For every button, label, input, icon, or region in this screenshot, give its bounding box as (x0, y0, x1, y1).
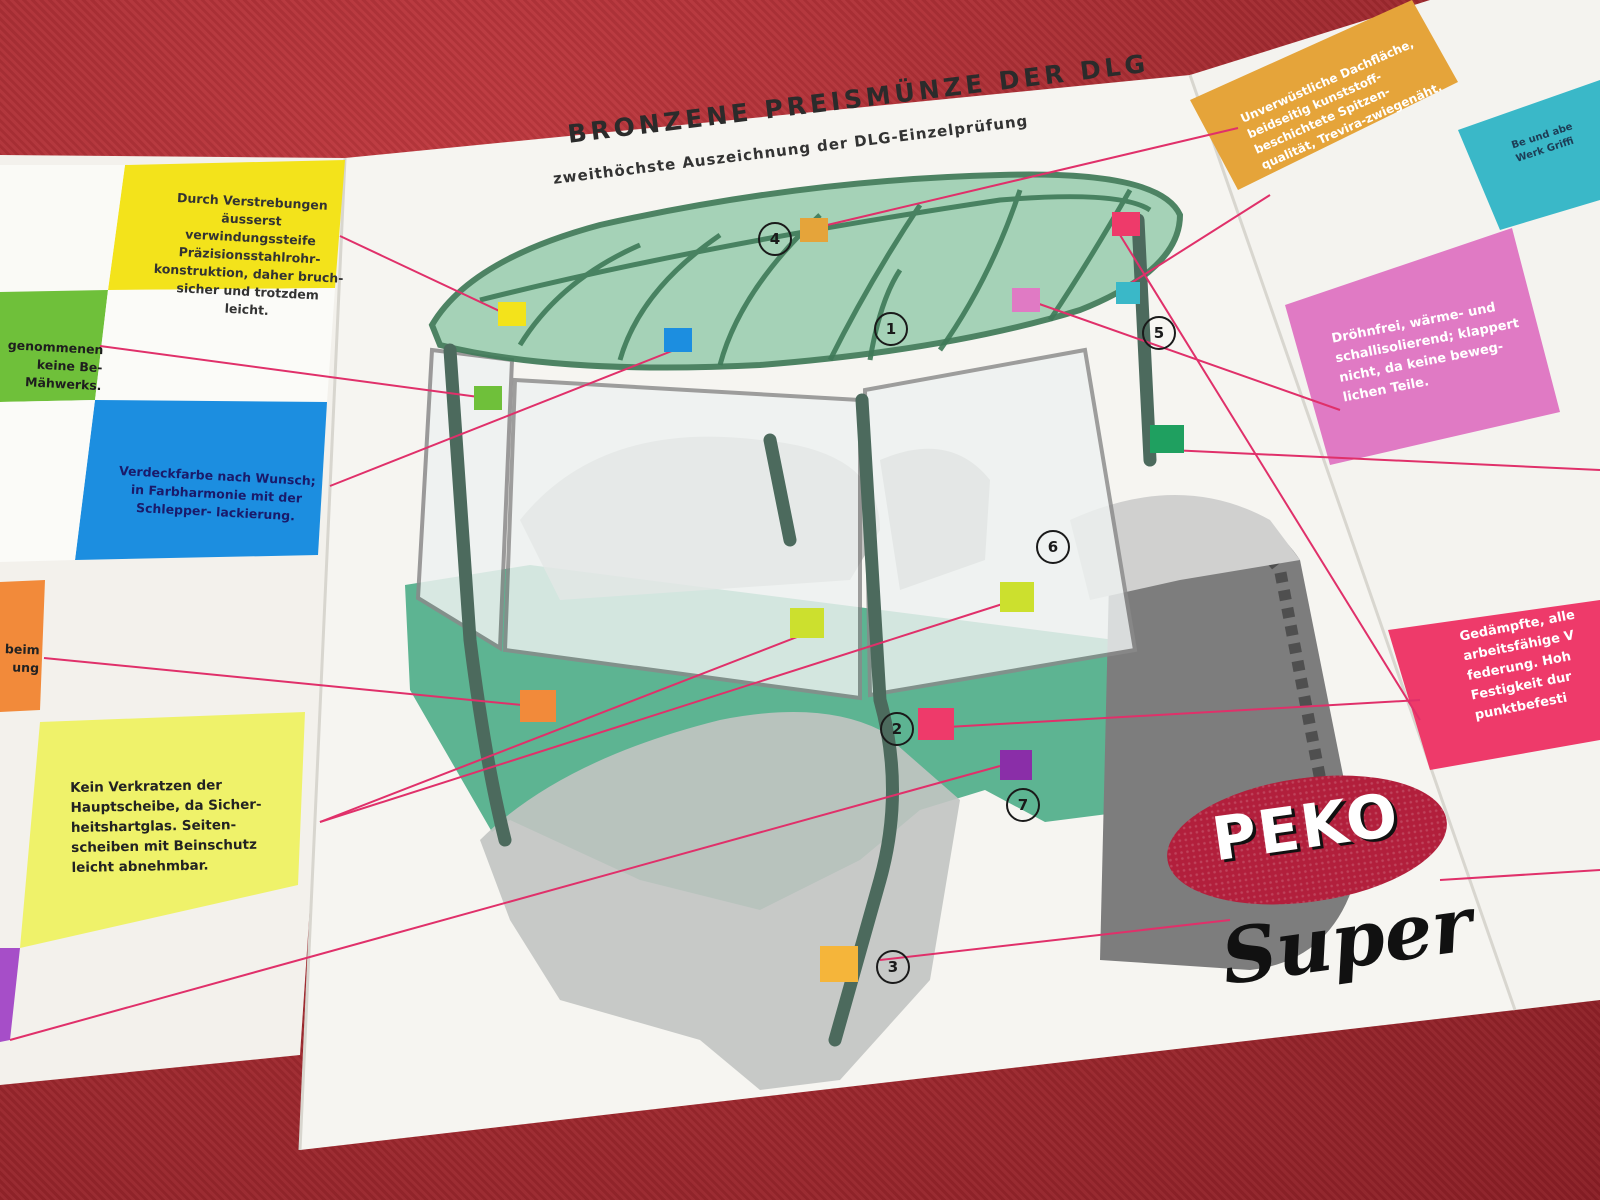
callout-7: 7 (1006, 788, 1040, 822)
panel-pink (1285, 228, 1560, 465)
blue-panel-text: Verdeckfarbe nach Wunsch; in Farbharmoni… (118, 463, 317, 524)
panel-white-c (0, 400, 95, 562)
leader-lines (9, 127, 1600, 1041)
fender (1070, 495, 1300, 600)
callout-5: 5 (1142, 316, 1176, 350)
windshield-pane (502, 377, 862, 701)
front-post-left (443, 343, 512, 847)
callout-1: 1 (874, 312, 908, 346)
panel-yellow (108, 160, 345, 290)
callout-6: 6 (1036, 530, 1070, 564)
callout-3: 3 (876, 950, 910, 984)
front-post-center (828, 393, 899, 1047)
cab-roof (428, 171, 1184, 371)
color-swatches (474, 212, 1184, 982)
callout-4: 4 (758, 222, 792, 256)
panel-orange (0, 580, 45, 712)
panel-cyan (1458, 80, 1600, 230)
panel-pale-yellow (20, 712, 305, 948)
green-panel-text: genommenen keine Be- Mähwerks. (7, 337, 104, 394)
panel-red (1388, 600, 1600, 770)
panel-white-b (95, 288, 335, 402)
panel-green (0, 290, 108, 402)
tractor-hood (480, 712, 960, 1090)
panel-blue (75, 400, 327, 560)
panel-violet (0, 948, 20, 1042)
side-window-pane (862, 347, 1138, 698)
panel-white-a (0, 165, 125, 292)
pale-yellow-panel-text: Kein Verkratzen der Hauptscheibe, da Sic… (70, 777, 262, 876)
panel-gold (1190, 0, 1458, 190)
callout-2: 2 (880, 712, 914, 746)
orange-panel-text: beim ung (4, 641, 40, 676)
yellow-panel-text: Durch Verstrebungen äusserst verwindungs… (153, 190, 344, 318)
